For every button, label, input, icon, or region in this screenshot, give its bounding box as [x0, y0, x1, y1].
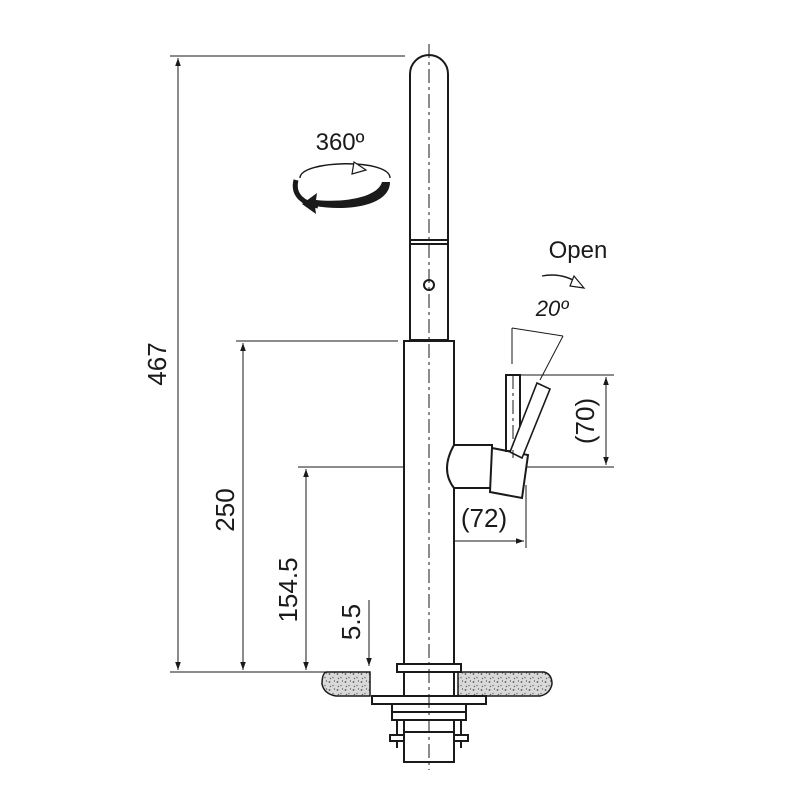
- lever-height-dimension: 154.5: [273, 557, 303, 622]
- lever-housing: [446, 444, 493, 489]
- open-arrow-icon: [541, 274, 586, 289]
- extension-lines: [170, 55, 614, 673]
- deck-thickness-dimension: 5.5: [336, 604, 366, 640]
- countertop: [321, 671, 553, 697]
- faucet-body: [371, 54, 552, 763]
- open-label: Open: [549, 237, 608, 264]
- angle-label: 20º: [535, 296, 569, 321]
- rotation-arrow-icon: [292, 160, 391, 214]
- total-height-dimension: 467: [142, 342, 172, 385]
- center-lines: [428, 44, 514, 770]
- rotation-label: 360º: [316, 129, 365, 156]
- spout-base-height-dimension: 250: [210, 488, 240, 531]
- lever-travel-dimension: (70): [570, 398, 600, 444]
- lever-reach-dimension: (72): [461, 503, 507, 533]
- dimension-lines: [175, 58, 609, 670]
- lever-handle-open: [508, 381, 552, 460]
